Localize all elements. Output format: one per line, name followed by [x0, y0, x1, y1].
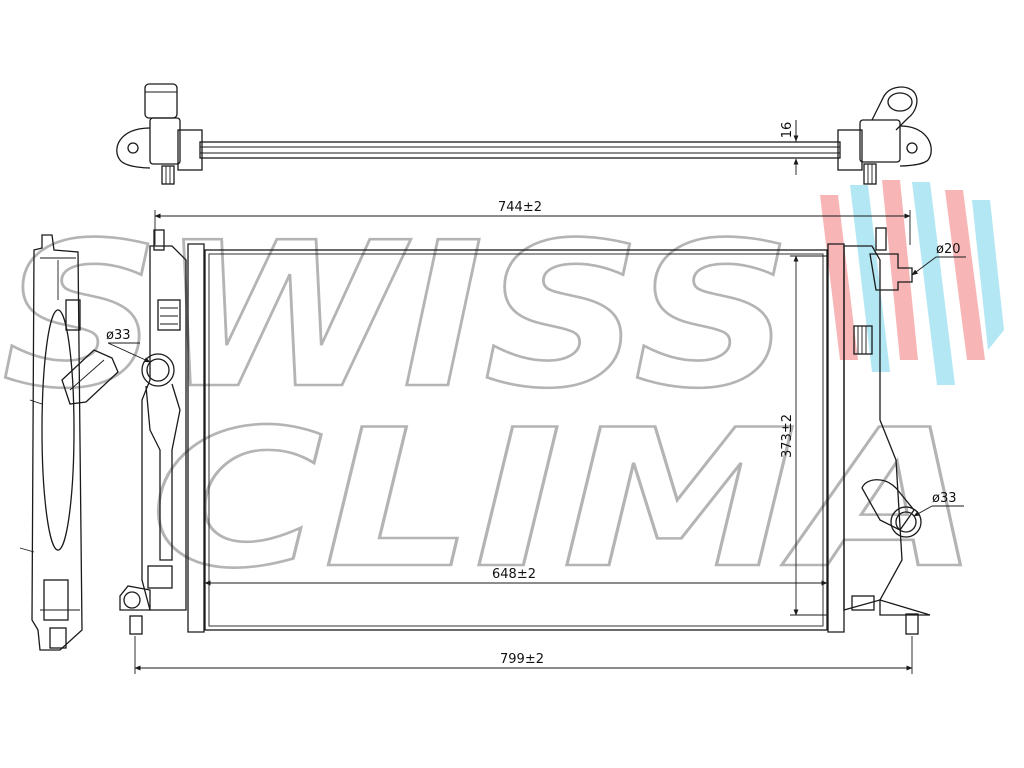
dim-inlet-diameter: ø33 [106, 328, 131, 343]
dim-core-width: 648±2 [492, 567, 536, 582]
left-mount-hole [123, 591, 141, 609]
right-outlet-pipe [861, 479, 915, 531]
right-top-pin [875, 227, 887, 251]
side-view [19, 234, 119, 651]
right-small-pipe [869, 253, 913, 291]
left-bracket [157, 299, 181, 331]
top-left-filler-neck [144, 83, 178, 119]
left-inlet-pipe [141, 353, 175, 387]
top-view: 16 [116, 83, 932, 185]
top-right-tank [837, 129, 863, 171]
dim-core-height: 373±2 [780, 414, 795, 458]
dim-core-width-group: 648±2 [204, 567, 828, 586]
dim-overall-width: 799±2 [500, 652, 544, 667]
dim-overall-width-group: 799±2 [134, 636, 913, 674]
dim-top-width-group: 744±2 [154, 200, 911, 245]
watermark-logo: SWISS CLIMA [1, 180, 1004, 611]
side-view-core [41, 309, 75, 551]
watermark-line-2: CLIMA [150, 389, 980, 610]
top-left-mount-hole [127, 142, 139, 154]
right-mount-bracket [879, 599, 931, 616]
top-left-tank [177, 129, 203, 171]
top-core-bar [199, 141, 841, 159]
right-bottom-pin [905, 613, 919, 635]
top-right-mount-hole [906, 142, 918, 154]
dim-small-pipe-diameter: ø20 [936, 242, 961, 257]
left-top-pin [153, 229, 165, 251]
right-tank [827, 243, 845, 633]
callouts: ø33 ø20 ø33 [106, 242, 966, 517]
dim-core-height-group: 373±2 [780, 255, 828, 616]
left-bottom-pin [129, 615, 143, 635]
left-tank [187, 243, 205, 633]
front-view [119, 227, 931, 635]
right-bracket [853, 325, 873, 355]
watermark-line-1: SWISS [2, 200, 792, 433]
dim-top-width: 744±2 [498, 200, 542, 215]
side-view-inlet-pipe [61, 349, 119, 405]
dim-top-depth: 16 [780, 122, 795, 139]
dim-outlet-diameter: ø33 [932, 491, 957, 506]
top-right-pipe [871, 86, 918, 131]
radiator-core [204, 249, 828, 631]
watermark-stripes [820, 180, 1004, 385]
side-view-outline [31, 234, 83, 651]
